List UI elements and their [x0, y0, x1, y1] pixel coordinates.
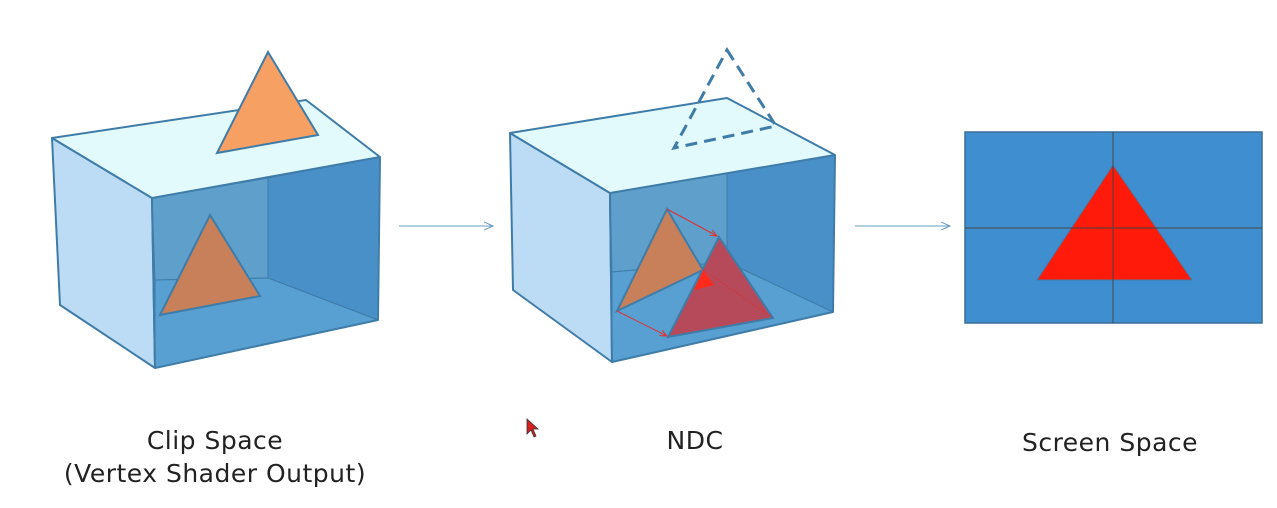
- clip-space-label: Clip Space: [146, 426, 284, 455]
- ndc-red-triangle: [666, 235, 775, 339]
- screen-space-rect: [964, 131, 1263, 324]
- screen-triangle: [1036, 164, 1193, 281]
- ndc-label: NDC: [666, 426, 724, 455]
- screen-space-label: Screen Space: [1021, 428, 1199, 457]
- ndc-overlap: [694, 270, 714, 290]
- vertex-move-arrow: [666, 208, 717, 236]
- clip-space-sublabel: (Vertex Shader Output): [63, 459, 367, 488]
- clip-triangle-inside: [158, 212, 262, 317]
- vertex-move-arrow: [616, 310, 667, 336]
- clip-triangle-outside: [215, 49, 320, 155]
- ndc-orange-triangle: [614, 206, 705, 314]
- mouse-cursor-icon: [526, 418, 540, 438]
- vertex-move-arrow: [702, 269, 773, 318]
- ndc-dashed-triangle: [671, 47, 779, 151]
